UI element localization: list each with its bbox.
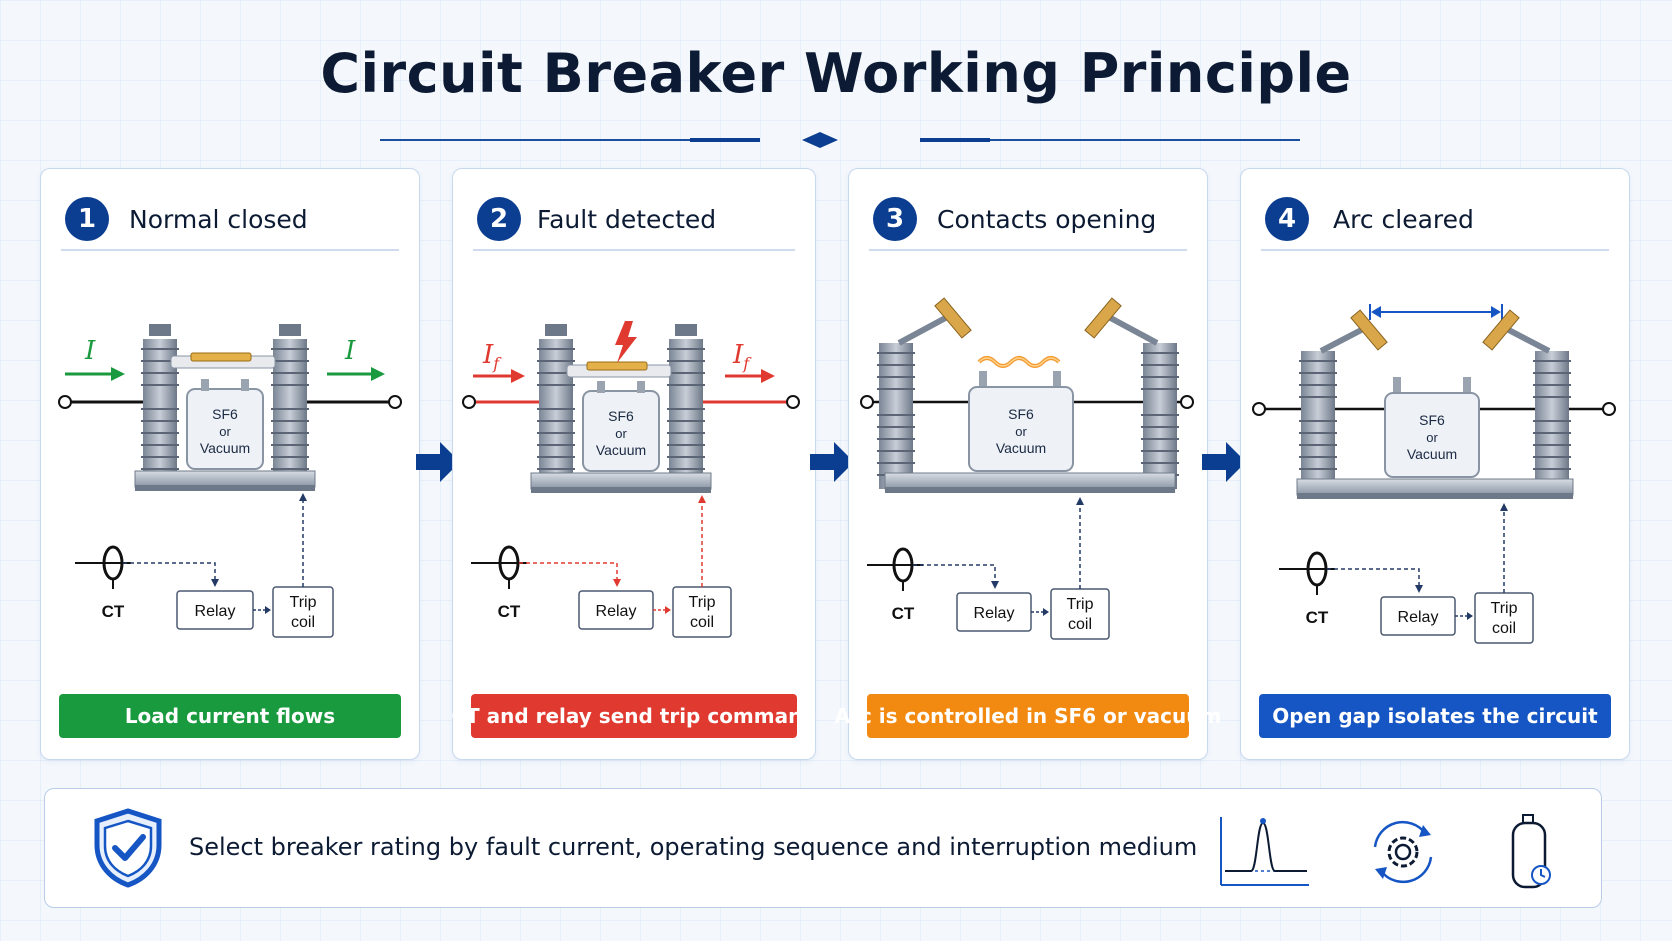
ct-label: CT [498,602,521,621]
step-panel-4: 4 Arc cleared [1240,168,1630,760]
svg-text:coil: coil [1068,616,1092,633]
step-number-badge: 2 [477,197,521,241]
flow-arrow-icon [1202,442,1246,482]
chamber-label: SF6 [608,408,634,424]
fault-current-label-in: If [482,340,502,373]
svg-text:Relay: Relay [1398,609,1439,626]
svg-text:coil: coil [690,614,714,631]
ct-label: CT [892,604,915,623]
step-title: Arc cleared [1333,205,1474,234]
chamber-label: SF6 [1419,412,1445,428]
page-title: Circuit Breaker Working Principle [320,42,1352,105]
current-label-in: I [84,336,96,366]
lightning-icon [615,321,637,363]
gas-cylinder-icon [1511,814,1551,889]
chamber-label: SF6 [1008,406,1034,422]
chamber-label: SF6 [212,406,238,422]
svg-text:coil: coil [291,614,315,631]
breaker-diagram-opening: SF6 or Vacuum CT Relay Trip coil [860,297,1194,640]
svg-text:Trip: Trip [1067,596,1094,613]
step-panel-2: 2 Fault detected [451,168,817,760]
step-title: Contacts opening [937,205,1157,234]
step-number-badge: 3 [873,197,917,241]
svg-text:Trip: Trip [689,594,716,611]
step-divider [473,249,795,251]
ct-label: CT [1306,608,1329,627]
status-banner: Load current flows [59,694,401,738]
waveform-peak-icon [1220,817,1309,886]
step-panel-3: 3 Contacts opening [835,168,1221,760]
insulator-left [141,324,179,489]
svg-text:Relay: Relay [596,603,637,620]
step-panel-1: 1 Normal closed [40,168,420,760]
footer-text: Select breaker rating by fault current, … [189,833,1198,861]
shield-check-icon [94,808,162,888]
svg-text:Trip: Trip [290,594,317,611]
svg-text:or: or [1015,424,1027,439]
current-label-out: I [344,336,356,366]
step-number-badge: 1 [65,197,109,241]
status-banner: Arc is controlled in SF6 or vacuum [835,694,1221,738]
svg-text:Vacuum: Vacuum [1407,446,1457,462]
svg-text:or: or [219,424,231,439]
fault-current-label-out: If [732,340,752,373]
status-banner: CT and relay send trip command [451,694,817,738]
step-divider [61,249,399,251]
status-banner: Open gap isolates the circuit [1259,694,1611,738]
step-number-badge: 4 [1265,197,1309,241]
breaker-diagram-open: SF6 or Vacuum CT Relay Trip coil [1252,304,1616,644]
insulator-right [271,324,309,489]
step-divider [869,249,1187,251]
breaker-diagram-fault: SF6 or Vacuum If If CT Relay Trip coil [462,321,800,638]
gear-cycle-icon [1373,820,1433,884]
svg-text:Vacuum: Vacuum [596,442,646,458]
svg-text:Vacuum: Vacuum [996,440,1046,456]
svg-text:Relay: Relay [974,605,1015,622]
breaker-diagram-closed: SF6 or Vacuum I I CT Relay Trip coil [58,324,402,638]
svg-text:or: or [615,426,627,441]
ct-label: CT [102,602,125,621]
step-divider [1261,249,1609,251]
step-title: Fault detected [537,205,717,234]
svg-text:Trip: Trip [1491,600,1518,617]
footer-note: Select breaker rating by fault current, … [44,788,1602,908]
svg-text:Vacuum: Vacuum [200,440,250,456]
svg-text:or: or [1426,430,1438,445]
flow-arrow-icon [416,442,460,482]
flow-arrow-icon [810,442,854,482]
title-divider [380,132,1300,148]
svg-text:Relay: Relay [195,603,236,620]
svg-text:coil: coil [1492,620,1516,637]
step-title: Normal closed [129,205,308,234]
